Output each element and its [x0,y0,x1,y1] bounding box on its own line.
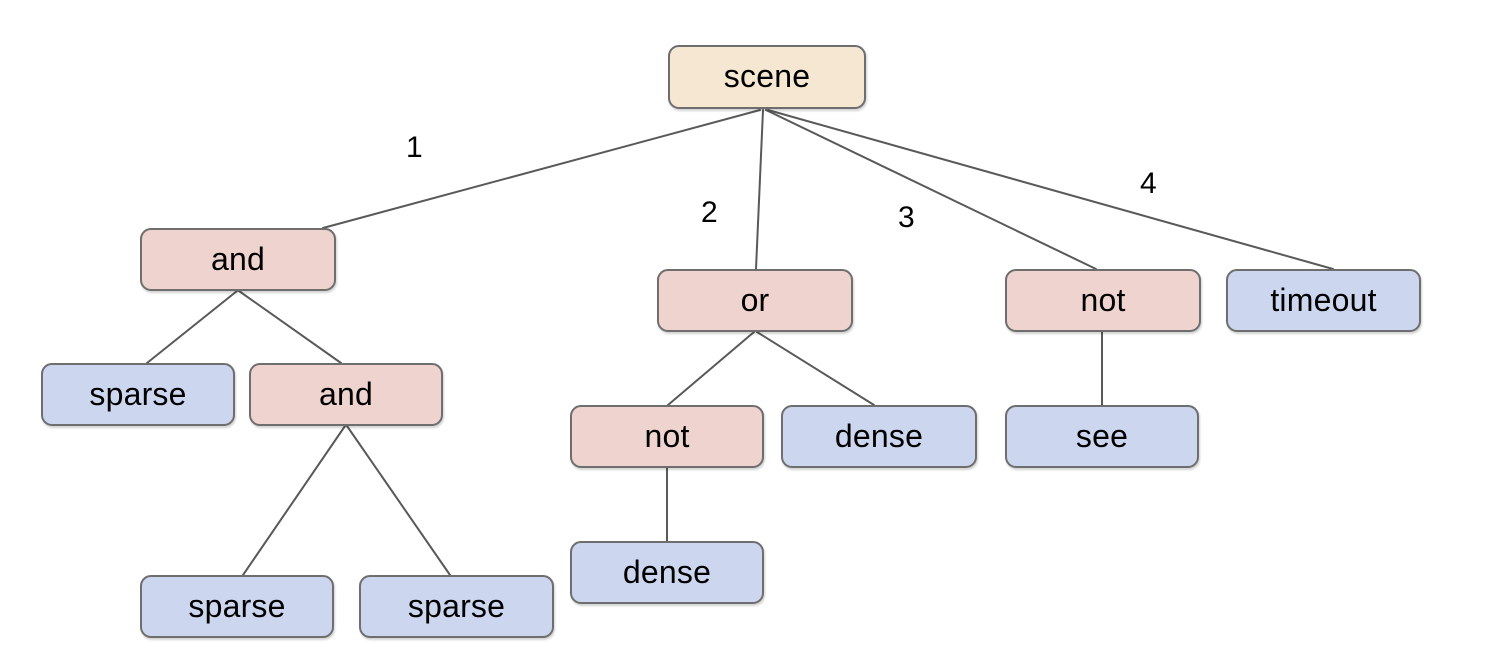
node-sparse1[interactable]: sparse [41,363,235,426]
node-not1[interactable]: not [1005,269,1201,332]
edge-label-4: 4 [1140,167,1157,200]
edge-label-3: 3 [898,201,915,234]
node-label: or [740,281,770,318]
node-label: dense [834,417,924,454]
node-dense1[interactable]: dense [781,405,977,468]
node-see1[interactable]: see [1005,405,1199,468]
node-label: not [644,417,690,454]
edge-or1-to-not2 [667,331,755,406]
edge-scene-to-not1 [765,109,1097,270]
node-not2[interactable]: not [570,405,764,468]
node-label: scene [723,58,811,94]
edge-or1-to-dense1 [756,331,875,406]
edge-and2-to-sparse3 [346,425,451,576]
node-dense2[interactable]: dense [570,541,764,604]
node-label: sparse [188,587,286,624]
edge-and1-to-and2 [238,290,342,364]
node-label: timeout [1270,281,1377,318]
node-sparse3[interactable]: sparse [359,575,554,638]
edge-and1-to-sparse1 [146,290,238,364]
node-or1[interactable]: or [657,269,853,332]
node-timeout1[interactable]: timeout [1226,269,1421,332]
edge-label-1: 1 [406,131,423,164]
node-label: sparse [89,375,187,412]
node-label: and [319,375,373,412]
edge-scene-to-and1 [322,109,761,229]
node-and1[interactable]: and [140,228,336,291]
node-label: see [1075,417,1129,454]
node-label: sparse [407,587,506,624]
edge-scene-to-or1 [755,109,764,270]
node-label: not [1080,281,1126,318]
node-and2[interactable]: and [249,363,443,426]
node-label: and [211,240,265,277]
edge-label-2: 2 [701,196,718,229]
edge-and2-to-sparse2 [242,425,346,576]
edge-scene-to-timeout1 [767,109,1334,270]
node-scene[interactable]: scene [668,45,866,109]
node-sparse2[interactable]: sparse [140,575,334,638]
node-label: dense [622,553,712,590]
